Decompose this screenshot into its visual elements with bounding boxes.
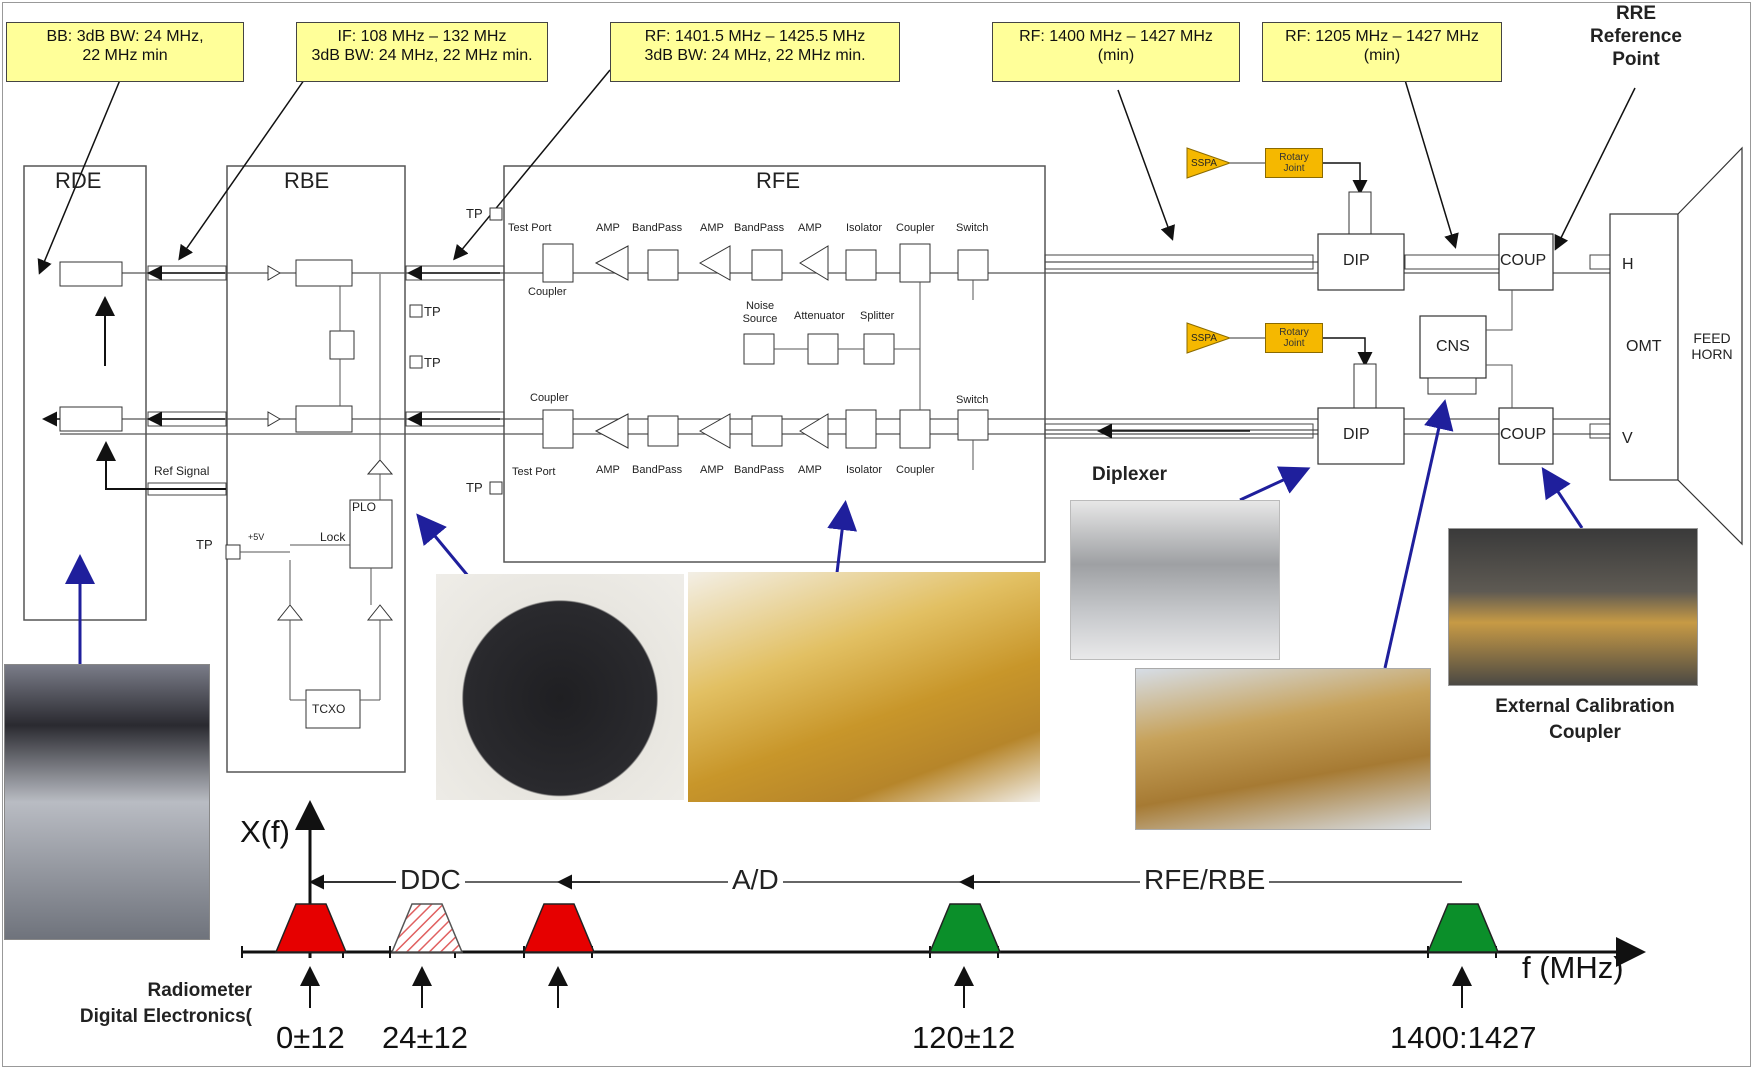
rfe-test-port-bottom: Test Port — [512, 466, 556, 478]
band-ad — [522, 903, 596, 953]
note-if: IF: 108 MHz – 132 MHz 3dB BW: 24 MHz, 22… — [296, 22, 548, 82]
sspa-top-label: SSPA — [1191, 158, 1217, 169]
spectrum-y-label: X(f) — [240, 814, 290, 849]
rfe-tp-bottom: TP — [466, 480, 483, 495]
ext-cal-caption: External Calibration Coupler — [1495, 696, 1675, 743]
rfe-bandpass-3: BandPass — [632, 464, 683, 476]
dip-bottom-label: DIP — [1343, 426, 1370, 443]
rde-caption: Radiometer Digital Electronics( — [79, 980, 252, 1027]
rbe-block — [226, 165, 406, 773]
sspa-bottom — [1186, 322, 1232, 354]
band-if — [928, 903, 1002, 953]
tick-label-120: 120±12 — [912, 1020, 1016, 1055]
diplexer-caption: Diplexer — [1092, 464, 1167, 485]
rde-photo — [4, 664, 210, 940]
rotary-joint-bottom: Rotary Joint — [1265, 323, 1323, 353]
ext-cal-coupler-photo — [1448, 528, 1698, 686]
rfe-photo — [688, 572, 1040, 802]
rbe-tp-3: TP — [196, 537, 213, 552]
rfe-tp-top: TP — [466, 206, 483, 221]
rfe-bandpass-1: BandPass — [632, 222, 683, 234]
coup-bottom-label: COUP — [1500, 426, 1547, 443]
rfe-amp-4: AMP — [596, 464, 620, 476]
ref-signal-label: Ref Signal — [154, 464, 210, 478]
rfe-test-port-top: Test Port — [508, 222, 552, 234]
tick-label-24: 24±12 — [382, 1020, 468, 1055]
rfe-block — [503, 165, 1046, 563]
rfe-splitter: Splitter — [860, 310, 895, 322]
rfe-amp-5: AMP — [700, 464, 724, 476]
feed-horn-label: FEED HORN — [1691, 330, 1733, 362]
cns-photo — [1135, 668, 1431, 830]
rfe-amp-2: AMP — [700, 222, 724, 234]
stage-ddc: DDC — [396, 864, 465, 896]
dip-top-label: DIP — [1343, 252, 1370, 269]
rfe-title: RFE — [756, 168, 800, 193]
rfe-bandpass-2: BandPass — [734, 222, 785, 234]
rfe-attenuator: Attenuator — [794, 310, 845, 322]
plus5v-label: +5V — [248, 532, 265, 542]
cns-label: CNS — [1436, 338, 1470, 355]
note-rf-narrow: RF: 1401.5 MHz – 1425.5 MHz 3dB BW: 24 M… — [610, 22, 900, 82]
rfe-amp-3: AMP — [798, 222, 822, 234]
rfe-coupler-bottom-2: Coupler — [896, 464, 935, 476]
rde-block — [23, 165, 147, 621]
rfe-amp-6: AMP — [798, 464, 822, 476]
band-alias — [390, 903, 464, 953]
rfe-coupler-top: Coupler — [528, 286, 567, 298]
rfe-isolator-bottom: Isolator — [846, 464, 883, 476]
note-bb: BB: 3dB BW: 24 MHz, 22 MHz min — [6, 22, 244, 82]
note-rf-1205: RF: 1205 MHz – 1427 MHz (min) — [1262, 22, 1502, 82]
rbe-title: RBE — [284, 168, 330, 193]
diplexer-photo — [1070, 500, 1280, 660]
rotary-joint-top: Rotary Joint — [1265, 148, 1323, 178]
rbe-tp-2: TP — [424, 355, 441, 370]
pol-v-label: V — [1622, 430, 1633, 447]
band-rf — [1426, 903, 1500, 953]
rbe-photo — [436, 574, 684, 800]
rfe-bandpass-4: BandPass — [734, 464, 785, 476]
rfe-coupler-bottom: Coupler — [530, 392, 569, 404]
stage-rfe-rbe: RFE/RBE — [1140, 864, 1270, 896]
pol-h-label: H — [1622, 256, 1634, 273]
lock-label: Lock — [320, 530, 346, 544]
rfe-switch-top: Switch — [956, 222, 989, 234]
note-rf-1400: RF: 1400 MHz – 1427 MHz (min) — [992, 22, 1240, 82]
rfe-noise-source: Noise Source — [742, 300, 778, 325]
rde-title: RDE — [55, 168, 102, 193]
rbe-tp-1: TP — [424, 304, 441, 319]
tcxo-label: TCXO — [312, 702, 346, 716]
rfe-switch-bottom: Switch — [956, 394, 989, 406]
tick-label-0: 0±12 — [276, 1020, 345, 1055]
rfe-coupler-top-2: Coupler — [896, 222, 935, 234]
tick-label-1400: 1400:1427 — [1390, 1020, 1537, 1055]
plo-label: PLO — [352, 500, 377, 514]
ref-point-label: RRE Reference Point — [1590, 3, 1682, 70]
rfe-isolator-top: Isolator — [846, 222, 883, 234]
sspa-bottom-label: SSPA — [1191, 333, 1217, 344]
coup-top-label: COUP — [1500, 252, 1547, 269]
stage-ad: A/D — [728, 864, 783, 896]
sspa-top — [1186, 147, 1232, 179]
omt-label: OMT — [1626, 338, 1662, 355]
spectrum-x-label: f (MHz) — [1522, 950, 1624, 985]
rfe-amp-1: AMP — [596, 222, 620, 234]
band-baseband — [274, 903, 348, 953]
